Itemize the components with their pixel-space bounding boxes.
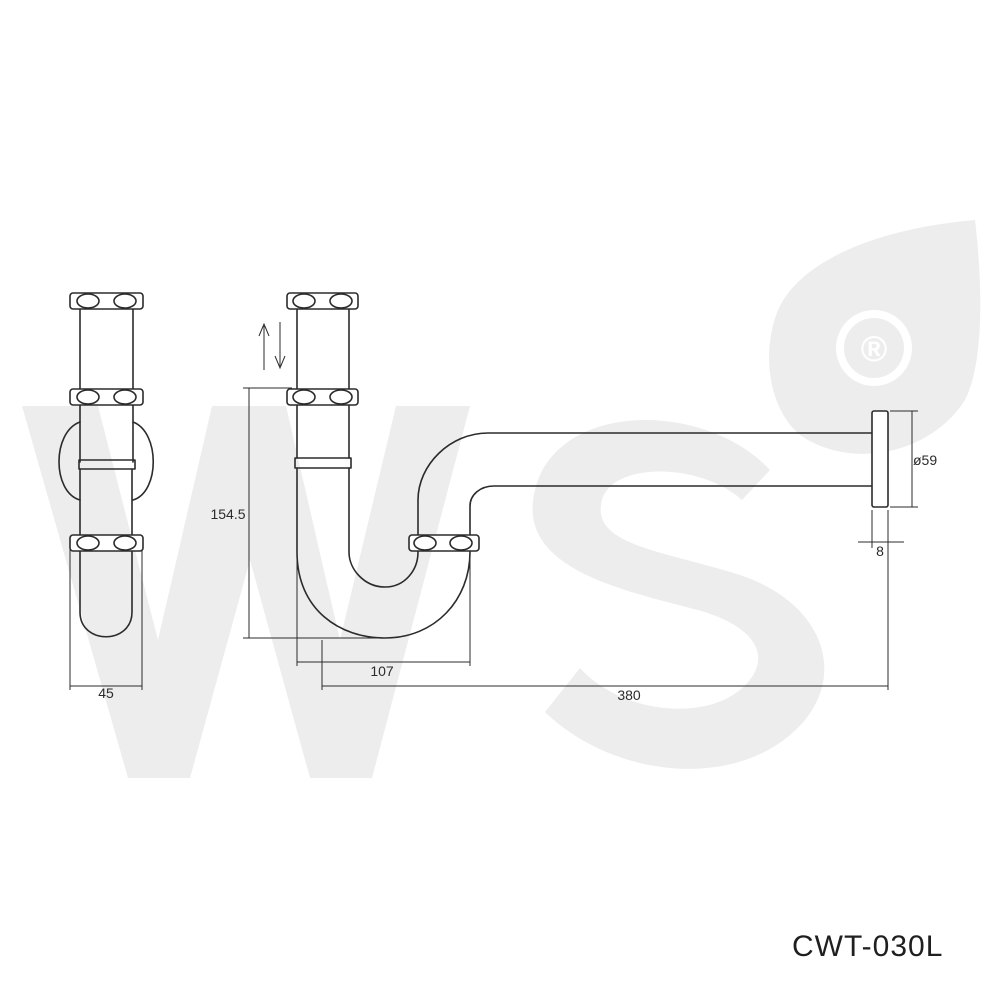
dim-flange-thickness: 8 [876, 543, 884, 559]
height-adjust-arrows-icon [258, 322, 286, 370]
side-view-tailpiece [79, 468, 133, 638]
dim-flange-diameter: ø59 [913, 452, 937, 468]
dimension-lines [69, 387, 918, 690]
ws-watermark-logo: ® [22, 220, 981, 778]
dimension-labels: 45 154.5 107 380 ø59 8 [98, 452, 937, 703]
side-view [58, 292, 154, 638]
wall-flange [871, 410, 889, 508]
front-view [258, 292, 889, 639]
watermark-registered-symbol: ® [861, 328, 888, 369]
dim-trap-depth: 107 [370, 663, 394, 679]
dim-overall-length: 380 [617, 687, 641, 703]
dim-trap-height: 154.5 [210, 506, 245, 522]
p-trap-outlet-arm [417, 432, 873, 539]
watermark-letter-w [22, 406, 470, 778]
watermark-letter-s [532, 420, 825, 769]
dim-side-width: 45 [98, 685, 114, 701]
model-code: CWT-030L [792, 930, 944, 963]
side-view-wall-bracket [58, 421, 154, 501]
